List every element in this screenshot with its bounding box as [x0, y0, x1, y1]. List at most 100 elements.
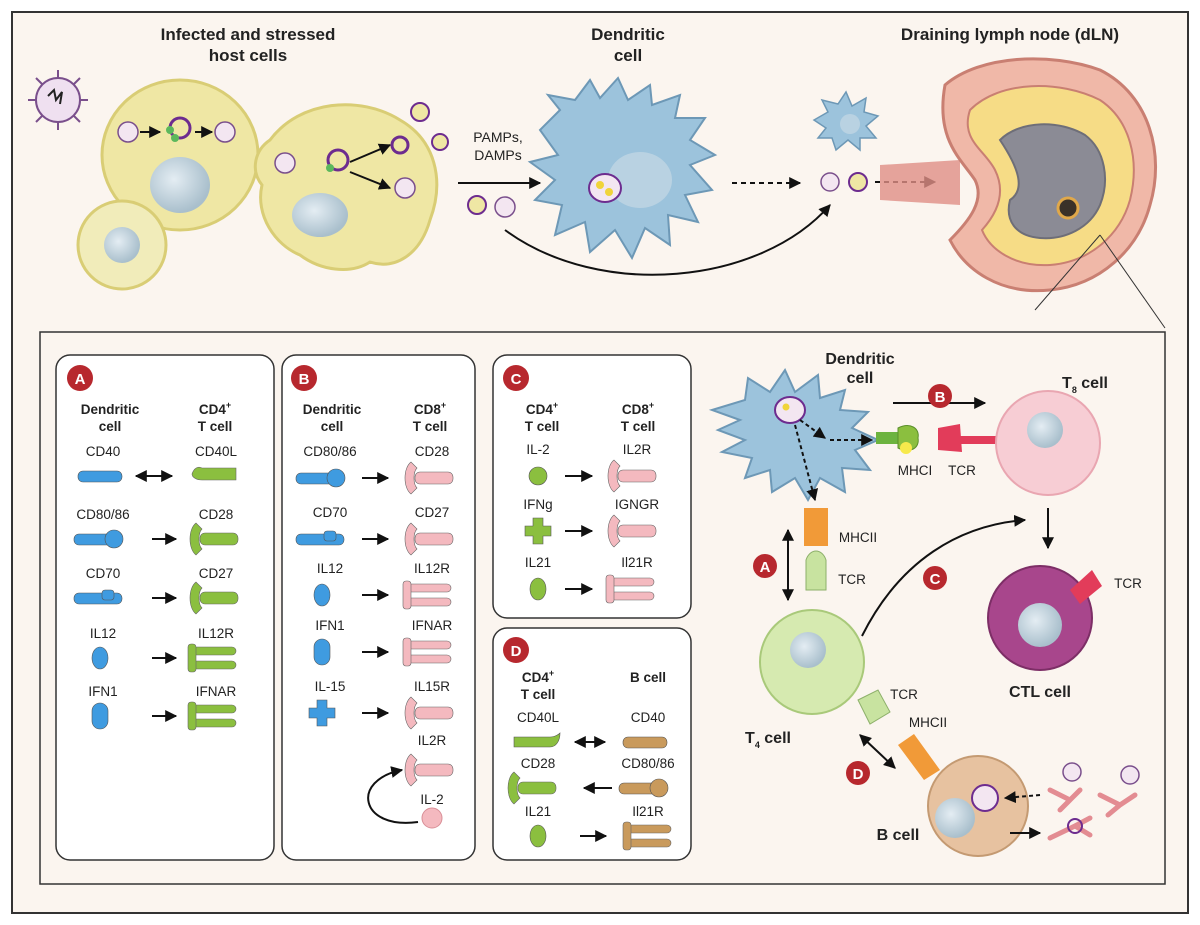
right-schematic: Dendritic cell MHCI TCR B T8 cell TCR CT… — [708, 351, 1142, 857]
panel-a-receptor-label-2: CD27 — [199, 566, 234, 581]
right-dendritic-line2: cell — [847, 370, 874, 387]
right-dendritic-line1: Dendritic — [825, 351, 894, 368]
panel-b-receptor-label-2: IL12R — [414, 561, 450, 576]
panel-a-receptor-0 — [191, 466, 237, 481]
panel-b-receptor-4 — [404, 696, 454, 730]
header-dln: Draining lymph node (dLN) — [901, 25, 1119, 44]
panel-a-receptor-2 — [189, 581, 239, 615]
panel-c-col2-line2: T cell — [621, 419, 656, 434]
panel-b-receptor-1 — [404, 522, 454, 556]
panel-d-right-0 — [622, 736, 668, 749]
panel-b-loop-arrow — [367, 766, 419, 824]
panel-a-ligand-3 — [91, 646, 109, 670]
virus-particle-icon — [820, 172, 840, 192]
panel-b-ligand-label-2: IL12 — [317, 561, 343, 576]
bcell-label: B cell — [877, 827, 920, 844]
t4-label: T4 cell — [745, 730, 791, 750]
panel-c-receptor-2 — [605, 574, 655, 604]
panel-b-col1-line1: Dendritic — [303, 402, 362, 417]
panel-a-ligand-1 — [73, 529, 124, 549]
panel-d-right-label-0: CD40 — [631, 710, 666, 725]
virus-icon — [28, 70, 88, 130]
panel-a-ligand-label-0: CD40 — [86, 444, 121, 459]
t8-label: T8 cell — [1062, 375, 1108, 395]
panel-c-ligand-1 — [524, 517, 552, 545]
header-infected-line1: Infected and stressed — [161, 25, 336, 44]
panel-c-col1-line1: CD4+ — [526, 400, 558, 417]
panel-d-left-2 — [529, 824, 547, 848]
right-tcr-t4-bottom: TCR — [890, 687, 918, 702]
lymph-node — [880, 57, 1166, 329]
panel-a-ligand-label-4: IFN1 — [88, 684, 117, 699]
panel-b-col2-line2: T cell — [413, 419, 448, 434]
panel-c-ligand-2 — [529, 577, 547, 601]
host-cell-stressed — [253, 103, 439, 271]
right-tcr-t8: TCR — [948, 463, 976, 478]
panel-b-receptor-label-3: IFNAR — [412, 618, 453, 633]
panel-b-receptor-3 — [402, 637, 452, 667]
panel-d-right-label-2: Il21R — [632, 804, 664, 819]
ctl-label: CTL cell — [1009, 684, 1071, 701]
panel-d-left-label-0: CD40L — [517, 710, 560, 725]
panel-a-col2-line2: T cell — [198, 419, 233, 434]
panel-d-right-1 — [618, 778, 669, 798]
panel-a-receptor-label-0: CD40L — [195, 444, 238, 459]
panel-b-ligand-label-1: CD70 — [313, 505, 348, 520]
panel-d-left-label-2: IL21 — [525, 804, 551, 819]
panel-d-col2: B cell — [630, 670, 666, 685]
panel-c-ligand-0 — [528, 466, 548, 486]
panel-a-receptor-label-1: CD28 — [199, 507, 234, 522]
panel-a-col1-line2: cell — [99, 419, 122, 434]
right-badge-d: D — [853, 766, 864, 783]
panel-b-loop-receptor-label: IL2R — [418, 733, 447, 748]
dendritic-cell-small — [812, 90, 880, 152]
panel-b-ligand-3 — [313, 638, 331, 666]
right-mhci: MHCI — [898, 463, 933, 478]
panel-d-left-0 — [513, 732, 561, 748]
panel-b-loop-ligand-label: IL-2 — [420, 792, 443, 807]
right-mhcii-bottom: MHCII — [909, 715, 947, 730]
panel-a-receptor-label-4: IFNAR — [196, 684, 237, 699]
panel-c-col1-line2: T cell — [525, 419, 560, 434]
panel-b-loop-receptor-shape — [404, 753, 454, 787]
panel-b-ligand-4 — [308, 699, 336, 727]
panel-a-ligand-label-1: CD80/86 — [76, 507, 129, 522]
panel-b-ligand-label-4: IL-15 — [315, 679, 346, 694]
panel-d-right-label-1: CD80/86 — [621, 756, 674, 771]
panel-b-ligand-label-0: CD80/86 — [303, 444, 356, 459]
panel-c-ligand-label-0: IL-2 — [526, 442, 549, 457]
panel-a-ligand-2 — [73, 589, 123, 605]
antibody-icons — [1047, 787, 1138, 841]
panel-b-receptor-label-4: IL15R — [414, 679, 450, 694]
right-badge-b: B — [935, 389, 946, 406]
panel-d-col1-line1: CD4+ — [522, 668, 554, 685]
panel-b-ligand-label-3: IFN1 — [315, 618, 344, 633]
header-infected-line2: host cells — [209, 46, 287, 65]
panel-c-receptor-label-1: IGNGR — [615, 497, 660, 512]
panel-c-receptor-label-0: IL2R — [623, 442, 652, 457]
header-dendritic-line2: cell — [614, 46, 642, 65]
panel-c-letter: C — [511, 371, 522, 388]
panel-b-loop-ligand-shape — [421, 807, 443, 829]
released-particles — [410, 102, 516, 218]
right-badge-c: C — [930, 571, 941, 588]
panel-b-receptor-2 — [402, 580, 452, 610]
panel-a-receptor-4 — [187, 701, 237, 731]
panel-b-receptor-0 — [404, 461, 454, 495]
signals-line1: PAMPs, — [473, 129, 523, 145]
panel-c-ligand-label-2: IL21 — [525, 555, 551, 570]
right-tcr-ctl: TCR — [1114, 576, 1142, 591]
dendritic-cell-top — [527, 76, 718, 261]
panel-a-col2-line1: CD4+ — [199, 400, 231, 417]
panel-b-ligand-1 — [295, 530, 345, 546]
panel-c-col2-line1: CD8+ — [622, 400, 654, 417]
panel-a-letter: A — [75, 371, 86, 388]
panel-a-ligand-4 — [91, 702, 109, 730]
panel-d-letter: D — [511, 643, 522, 660]
panel-b-receptor-label-1: CD27 — [415, 505, 450, 520]
